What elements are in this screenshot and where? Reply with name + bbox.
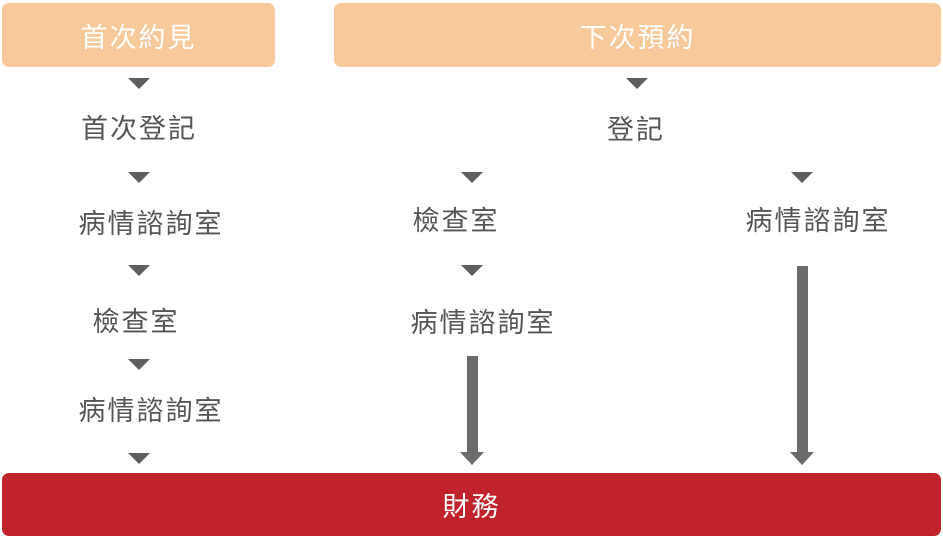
arrow-down-icon	[128, 359, 150, 370]
consultation-room-step-2: 病情諮詢室	[78, 396, 224, 427]
consultation-room-step: 病情諮詢室	[78, 209, 224, 240]
arrow-down-icon	[626, 78, 648, 89]
middle-examination-room-step: 檢查室	[412, 206, 500, 237]
middle-consultation-room-step: 病情諮詢室	[410, 308, 556, 339]
arrow-down-icon	[128, 172, 150, 183]
arrow-down-icon	[128, 265, 150, 276]
long-arrow-down-icon	[790, 266, 814, 465]
long-arrow-down-icon	[460, 356, 484, 465]
arrow-down-icon	[461, 265, 483, 276]
arrow-down-icon	[791, 172, 813, 183]
finance-box: 財務	[2, 473, 941, 536]
first-registration-step: 首次登記	[81, 114, 197, 145]
arrow-down-icon	[461, 172, 483, 183]
next-appointment-header: 下次預約	[334, 3, 941, 67]
examination-room-step: 檢查室	[92, 307, 180, 338]
registration-step: 登記	[607, 115, 665, 146]
arrow-down-icon	[128, 453, 150, 464]
arrow-down-icon	[128, 78, 150, 89]
right-consultation-room-step: 病情諮詢室	[745, 206, 891, 237]
first-visit-header: 首次約見	[2, 3, 275, 67]
